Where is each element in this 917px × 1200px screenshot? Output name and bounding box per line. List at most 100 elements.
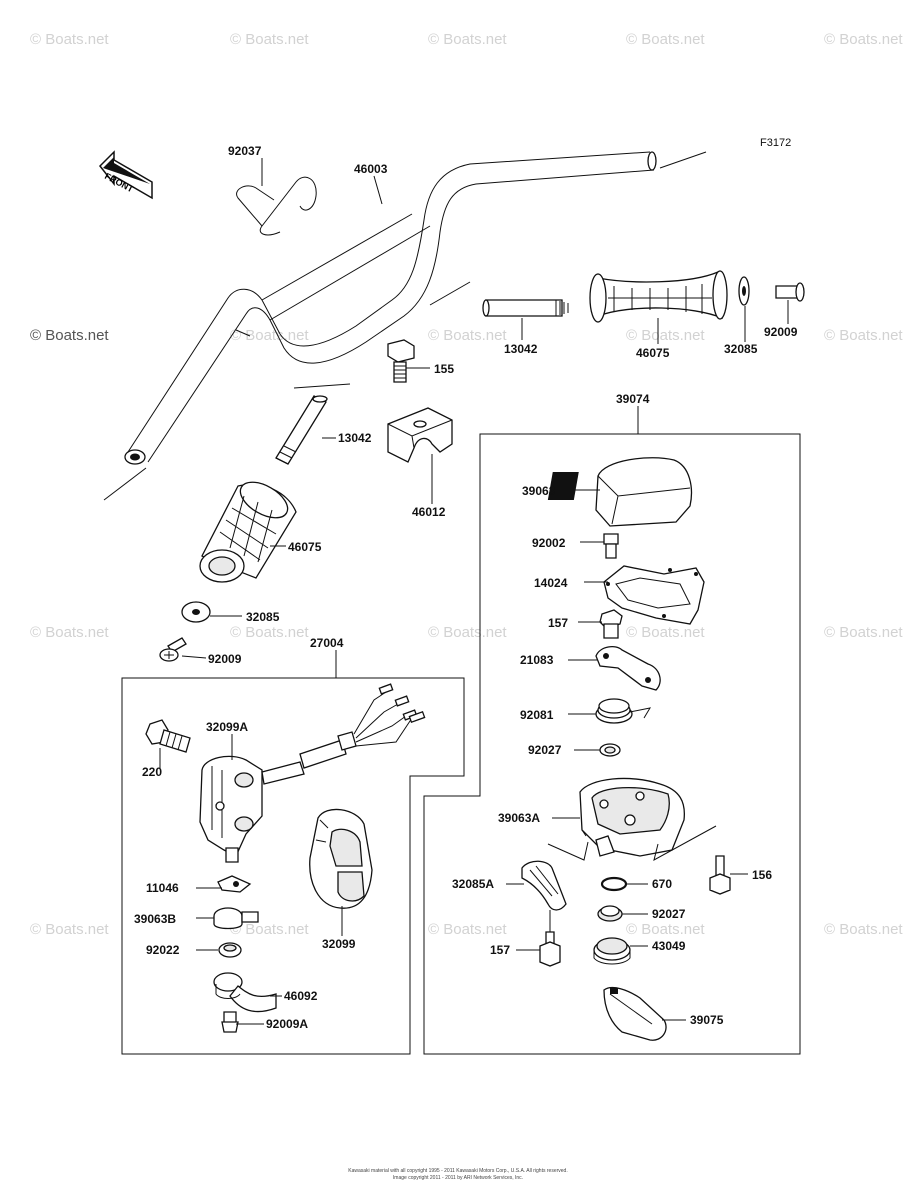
- watermark: © Boats.net: [428, 31, 507, 48]
- watermark: © Boats.net: [230, 327, 309, 344]
- switch-housing-32099A: [199, 755, 305, 863]
- spring-92081: [595, 698, 652, 724]
- part-label: 32099: [322, 937, 356, 951]
- watermark: © Boats.net: [230, 31, 309, 48]
- part-label: 46003: [354, 162, 388, 176]
- assembly-box-27004: [121, 677, 465, 1055]
- cover-39063: [547, 457, 693, 527]
- part-label: 46012: [412, 505, 446, 519]
- part-label: 46075: [288, 540, 322, 554]
- screw-92009A: [221, 1011, 239, 1033]
- washer-92022: [218, 942, 242, 958]
- part-label: 39063: [522, 484, 556, 498]
- watermark: © Boats.net: [30, 31, 109, 48]
- lever-46092: [213, 972, 277, 1013]
- grip-46075-lower: [199, 481, 297, 583]
- part-label: 155: [434, 362, 454, 376]
- plate-21083: [595, 645, 661, 691]
- part-label: 92027: [528, 743, 562, 757]
- assembly-box-39074: [423, 433, 801, 1055]
- part-label: 39074: [616, 392, 650, 406]
- lever-32085A: [521, 860, 567, 911]
- part-label: 39063A: [498, 811, 540, 825]
- part-label: 21083: [520, 653, 554, 667]
- holder-46012: [387, 407, 453, 463]
- watermark: © Boats.net: [626, 327, 705, 344]
- watermark: © Boats.net: [824, 921, 903, 938]
- seal-43049: [593, 937, 631, 965]
- figure-code: F3172: [760, 137, 791, 149]
- part-label: 46092: [284, 989, 318, 1003]
- throttle-sleeve-13042-lower: [275, 395, 328, 465]
- front-arrow-icon: FRONT: [99, 150, 153, 200]
- part-label: 43049: [652, 939, 686, 953]
- bracket-39063B: [213, 907, 259, 930]
- watermark-layer: © Boats.net © Boats.net © Boats.net © Bo…: [30, 31, 903, 938]
- grip-46075-upper: [589, 270, 728, 323]
- watermark: © Boats.net: [824, 327, 903, 344]
- bolt-155: [387, 339, 415, 383]
- part-label: 92009A: [266, 1017, 308, 1031]
- part-label: 92081: [520, 708, 554, 722]
- watermark: © Boats.net: [824, 624, 903, 641]
- part-label: 14024: [534, 576, 568, 590]
- watermark: © Boats.net: [428, 624, 507, 641]
- leader-lines: [159, 158, 789, 1025]
- watermark: © Boats.net: [626, 921, 705, 938]
- part-label: 32085: [246, 610, 280, 624]
- part-label: 92009: [208, 652, 242, 666]
- oring-670: [600, 876, 628, 892]
- part-label: 11046: [146, 881, 179, 895]
- lever-39075: [603, 986, 667, 1041]
- screw-92009-upper: [775, 282, 805, 302]
- housing-39063A: [547, 777, 717, 861]
- copyright-line: Kawasaki material with all copyright 199…: [348, 1168, 567, 1174]
- part-label: 92002: [532, 536, 566, 550]
- part-label: 32085A: [452, 877, 494, 891]
- part-label: 32085: [724, 342, 758, 356]
- part-label: 670: [652, 877, 672, 891]
- part-label: 32099A: [206, 720, 248, 734]
- bolt-220: [145, 719, 191, 753]
- watermark: © Boats.net: [30, 921, 109, 938]
- part-label: 92022: [146, 943, 180, 957]
- part-label: 13042: [338, 431, 372, 445]
- handlebar: [103, 151, 707, 501]
- throttle-sleeve-13042-upper: [429, 281, 569, 317]
- part-label: 39075: [690, 1013, 724, 1027]
- washer-92027-lower: [597, 905, 623, 922]
- part-label: 92009: [764, 325, 798, 339]
- washer-92027-upper: [599, 743, 621, 757]
- clip-92037: [236, 176, 317, 236]
- gasket-14024: [603, 565, 705, 625]
- part-label: 156: [752, 868, 772, 882]
- watermark: © Boats.net: [230, 921, 309, 938]
- part-label: 92037: [228, 144, 262, 158]
- part-labels: 92037 46003 13042 46075 32085 92009 155 …: [134, 144, 798, 1031]
- grip-end-32085-lower: [181, 601, 211, 623]
- bolt-156: [709, 855, 731, 895]
- grip-end-32085-upper: [738, 276, 750, 306]
- watermark: © Boats.net: [428, 921, 507, 938]
- switch-32099: [309, 808, 373, 909]
- watermark: © Boats.net: [30, 624, 109, 641]
- watermark: © Boats.net: [30, 327, 109, 344]
- spring-11046: [217, 875, 252, 893]
- watermark: © Boats.net: [626, 624, 705, 641]
- part-label: 46075: [636, 346, 670, 360]
- part-label: 27004: [310, 636, 344, 650]
- part-label: 39063B: [134, 912, 176, 926]
- part-label: 157: [490, 943, 510, 957]
- part-label: 157: [548, 616, 568, 630]
- watermark: © Boats.net: [626, 31, 705, 48]
- watermark: © Boats.net: [824, 31, 903, 48]
- part-label: 13042: [504, 342, 538, 356]
- screw-92009-lower: [159, 637, 187, 662]
- wiring-harness: [299, 683, 426, 769]
- screw-157-upper: [599, 609, 623, 639]
- part-label: 220: [142, 765, 162, 779]
- copyright-line: Image copyright 2011 - 2011 by ARI Netwo…: [393, 1175, 523, 1181]
- screw-157-lower: [539, 931, 561, 967]
- part-label: 92027: [652, 907, 686, 921]
